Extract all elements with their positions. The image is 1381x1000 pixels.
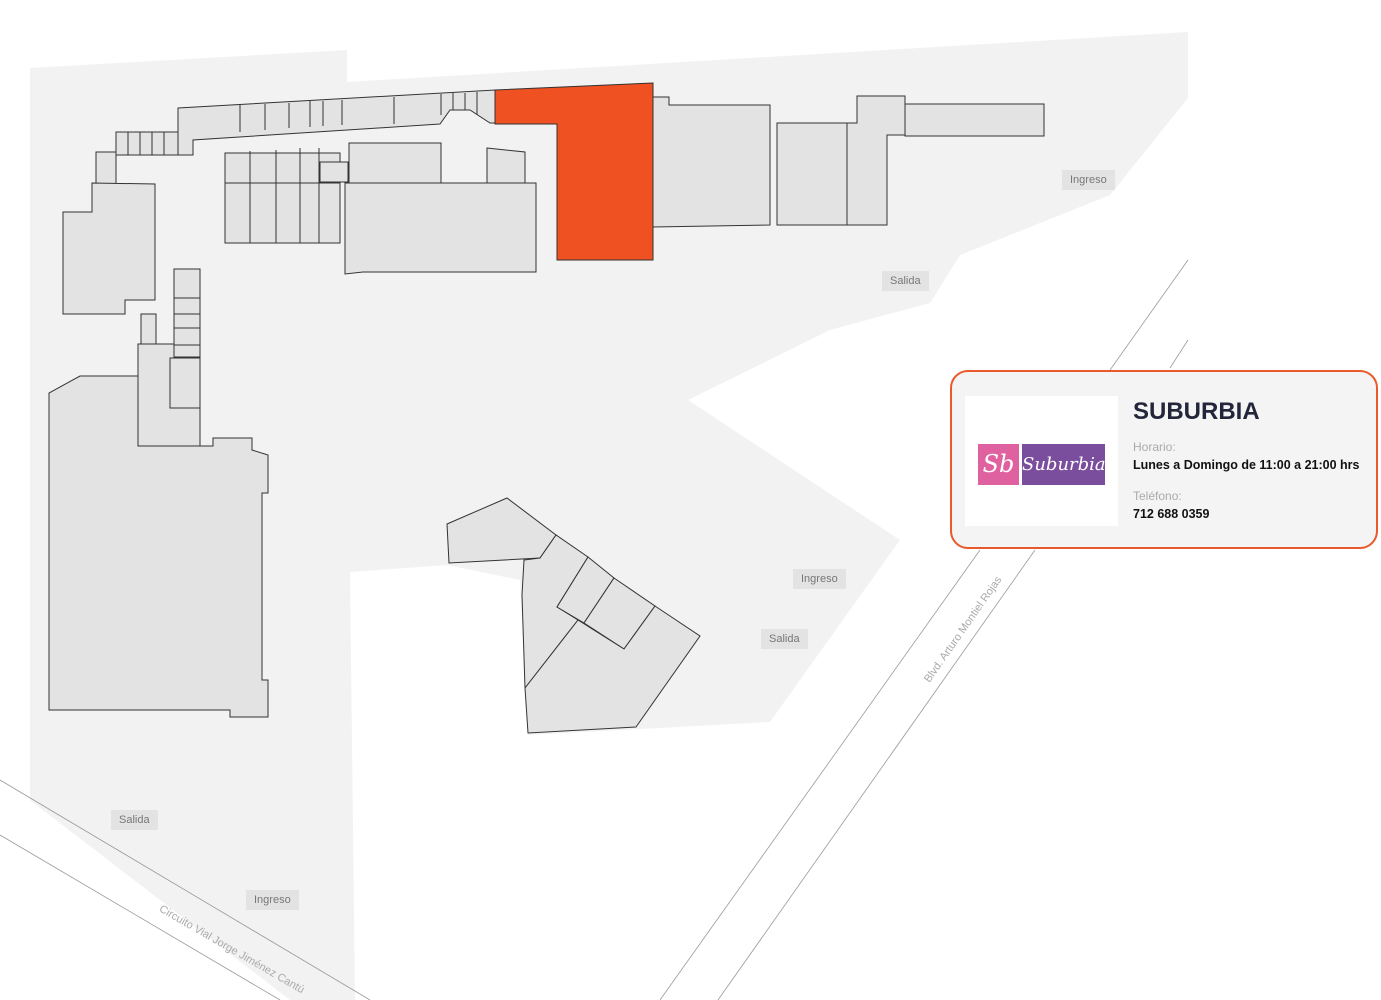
store[interactable]: [776, 122, 848, 226]
store-suburbia-highlighted[interactable]: [494, 82, 654, 261]
logo-mark: Sb: [978, 444, 1019, 485]
road-line: [717, 549, 1036, 1000]
exit-label: Salida: [761, 629, 808, 649]
phone-label: Teléfono:: [1133, 489, 1182, 503]
store[interactable]: [344, 182, 537, 275]
road-line: [659, 549, 981, 1000]
road-line: [0, 834, 281, 1000]
store[interactable]: [115, 131, 179, 156]
entrance-label: Ingreso: [793, 569, 846, 589]
store[interactable]: [319, 161, 349, 183]
store-anchor-west[interactable]: [48, 375, 269, 718]
entrance-label: Ingreso: [246, 890, 299, 910]
store-name: SUBURBIA: [1133, 398, 1260, 425]
store[interactable]: [486, 147, 526, 184]
store-group-south: [446, 497, 701, 734]
phone-value: 712 688 0359: [1133, 507, 1210, 521]
store-group-center: [48, 142, 537, 718]
exit-label: Salida: [882, 271, 929, 291]
store-logo: Sb Suburbia: [965, 396, 1118, 526]
logo-wordmark: Suburbia: [1022, 444, 1106, 485]
road-line: [1169, 339, 1189, 369]
hours-value: Lunes a Domingo de 11:00 a 21:00 hrs: [1133, 458, 1360, 472]
store-group-north: [62, 82, 1045, 315]
store-dividers: [174, 297, 200, 346]
store[interactable]: [140, 313, 157, 345]
store[interactable]: [62, 182, 156, 315]
exit-label: Salida: [111, 810, 158, 830]
store-dividers: [239, 92, 478, 132]
hours-label: Horario:: [1133, 440, 1176, 454]
road-line: [0, 779, 371, 1000]
store[interactable]: [173, 268, 201, 358]
store[interactable]: [348, 142, 442, 184]
store[interactable]: [524, 605, 701, 734]
road-line: [1109, 259, 1189, 371]
store-info-card: Sb Suburbia SUBURBIA Horario: Lunes a Do…: [950, 370, 1378, 549]
store[interactable]: [169, 357, 201, 409]
store-dividers: [127, 132, 165, 155]
entrance-label: Ingreso: [1062, 170, 1115, 190]
store[interactable]: [904, 103, 1045, 137]
store[interactable]: [95, 151, 117, 185]
store-dividers: [225, 148, 340, 243]
store[interactable]: [652, 96, 771, 228]
